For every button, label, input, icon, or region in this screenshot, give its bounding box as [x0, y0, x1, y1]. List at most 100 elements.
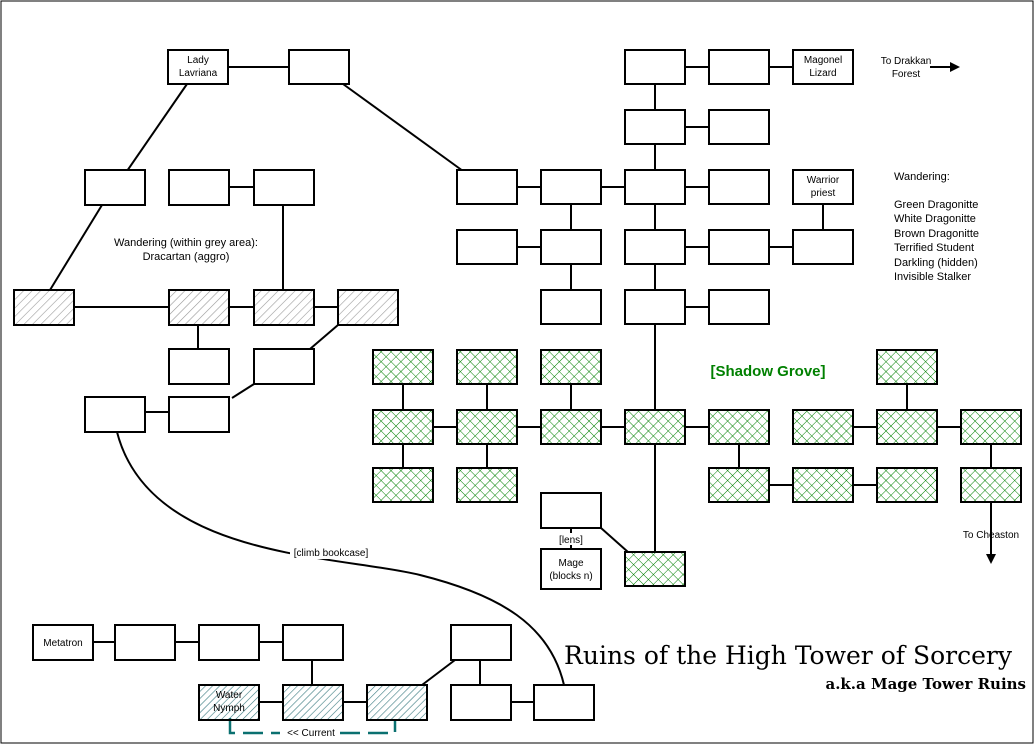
- room-grey[interactable]: [168, 289, 230, 326]
- map-title: Ruins of the High Tower of Sorcery: [564, 641, 1013, 670]
- room[interactable]: [456, 229, 518, 265]
- wandering-monster: Invisible Stalker: [894, 271, 971, 283]
- room[interactable]: [450, 684, 512, 721]
- room[interactable]: [540, 229, 602, 265]
- room-grove[interactable]: [708, 409, 770, 445]
- climb-label-bg: [290, 546, 372, 559]
- room[interactable]: [84, 396, 146, 433]
- wandering-heading: Wandering:: [894, 171, 950, 183]
- room-label-magonel-line2: Lizard: [809, 68, 836, 79]
- connections: [49, 66, 992, 703]
- room-grove[interactable]: [456, 409, 518, 445]
- room-grove[interactable]: [876, 467, 938, 503]
- climb-bookcase-annotation: [climb bookcase]: [294, 548, 369, 559]
- room-grove[interactable]: [540, 349, 602, 385]
- exit-label-drakkan-line1: To Drakkan: [881, 56, 932, 67]
- current-annotation: << Current: [287, 728, 335, 739]
- room-grove[interactable]: [624, 409, 686, 445]
- wandering-monster: White Dragonitte: [894, 213, 976, 225]
- room[interactable]: [168, 348, 230, 385]
- room-grove[interactable]: [876, 409, 938, 445]
- room-grey[interactable]: [337, 289, 399, 326]
- room-label-nymph-line2: Nymph: [213, 703, 245, 714]
- room[interactable]: [708, 49, 770, 85]
- room[interactable]: [282, 624, 344, 661]
- exit-label-cheaston: To Cheaston: [963, 530, 1019, 541]
- lens-label-bg: [556, 533, 586, 545]
- room-grove[interactable]: [540, 409, 602, 445]
- room-label-warrior-line2: priest: [811, 188, 836, 199]
- room-lady-lavriana[interactable]: [167, 49, 229, 85]
- room-water-nymph[interactable]: [198, 684, 260, 721]
- room[interactable]: [114, 624, 176, 661]
- room[interactable]: [84, 169, 146, 206]
- rooms-grey-area: [13, 289, 399, 326]
- wandering-monster: Darkling (hidden): [894, 257, 978, 269]
- room-grove[interactable]: [960, 467, 1022, 503]
- room[interactable]: [533, 684, 595, 721]
- current-label-bg: [282, 726, 340, 739]
- room-label-mage-line1: Mage: [558, 558, 583, 569]
- room-grove[interactable]: [624, 551, 686, 587]
- room-magonel-lizard[interactable]: [792, 49, 854, 85]
- room-grove[interactable]: [960, 409, 1022, 445]
- wandering-monster: Terrified Student: [894, 242, 974, 254]
- room[interactable]: [288, 49, 350, 85]
- room-current[interactable]: [366, 684, 428, 721]
- room-grove[interactable]: [876, 349, 938, 385]
- map-subtitle: a.k.a Mage Tower Ruins: [825, 675, 1026, 693]
- room[interactable]: [708, 109, 770, 145]
- room-current[interactable]: [282, 684, 344, 721]
- room-grove[interactable]: [792, 467, 854, 503]
- room[interactable]: [540, 289, 602, 325]
- wandering-grey-monster: Dracartan (aggro): [143, 251, 230, 263]
- room[interactable]: [450, 624, 512, 661]
- room-label-magonel-line1: Magonel: [804, 55, 842, 66]
- room-label-mage-line2: (blocks n): [549, 571, 592, 582]
- room-grove[interactable]: [456, 349, 518, 385]
- lens-annotation: [lens]: [559, 535, 583, 546]
- room[interactable]: [624, 289, 686, 325]
- room-label-metatron: Metatron: [43, 638, 82, 649]
- rooms-shadow-grove: [372, 349, 1022, 587]
- room[interactable]: [624, 229, 686, 265]
- room[interactable]: [198, 624, 260, 661]
- room-grove[interactable]: [456, 467, 518, 503]
- room-grey[interactable]: [13, 289, 75, 326]
- wandering-monster: Brown Dragonitte: [894, 228, 979, 240]
- room-warrior-priest[interactable]: [792, 169, 854, 205]
- room-grove[interactable]: [708, 467, 770, 503]
- room[interactable]: [708, 169, 770, 205]
- room[interactable]: [792, 229, 854, 265]
- room[interactable]: [168, 169, 230, 206]
- room[interactable]: [253, 348, 315, 385]
- room[interactable]: [540, 169, 602, 205]
- room[interactable]: [624, 169, 686, 205]
- rooms-current: [198, 684, 428, 721]
- room-metatron[interactable]: [32, 624, 94, 661]
- room[interactable]: [253, 169, 315, 206]
- room[interactable]: [708, 229, 770, 265]
- rooms-plain: [32, 49, 854, 721]
- room-label-warrior-line1: Warrior: [807, 175, 840, 186]
- wandering-grey-heading: Wandering (within grey area):: [114, 237, 258, 249]
- room-label-lady-line2: Lavriana: [179, 68, 218, 79]
- room[interactable]: [168, 396, 230, 433]
- room-grove[interactable]: [372, 349, 434, 385]
- room-grove[interactable]: [372, 467, 434, 503]
- room[interactable]: [624, 109, 686, 145]
- room-label-nymph-line1: Water: [216, 690, 243, 701]
- room[interactable]: [624, 49, 686, 85]
- room[interactable]: [456, 169, 518, 205]
- room[interactable]: [708, 289, 770, 325]
- wandering-monster: Green Dragonitte: [894, 199, 978, 211]
- room-mage[interactable]: [540, 548, 602, 590]
- room-grove[interactable]: [792, 409, 854, 445]
- room-lens[interactable]: [540, 492, 602, 529]
- room-grove[interactable]: [372, 409, 434, 445]
- room-label-lady-line1: Lady: [187, 55, 209, 66]
- room-grey[interactable]: [253, 289, 315, 326]
